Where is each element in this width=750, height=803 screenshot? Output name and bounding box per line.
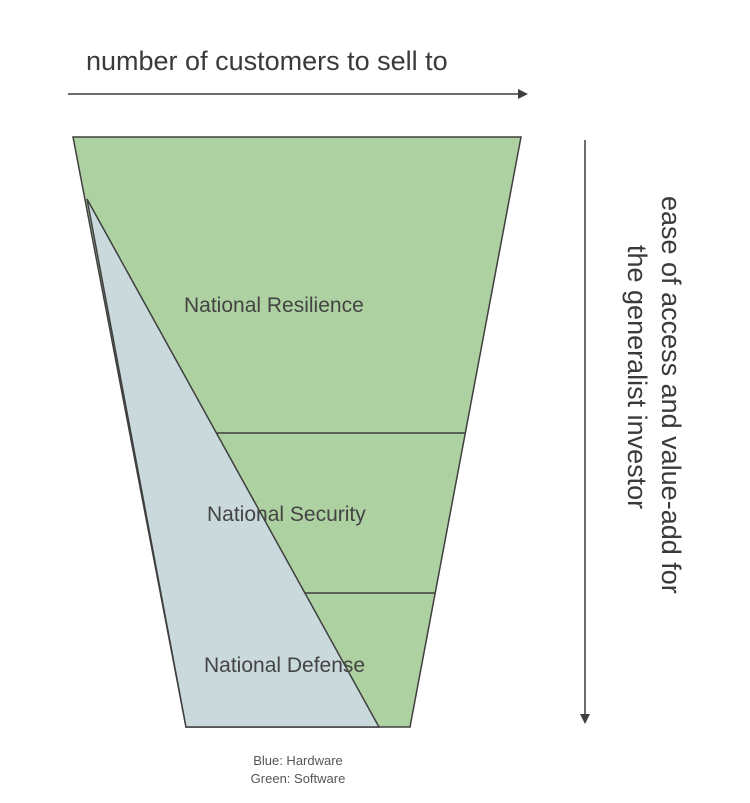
section-label-defense: National Defense [204,654,365,677]
section-label-security: National Security [207,503,366,526]
legend-green: Green: Software [251,771,346,786]
side-axis-label-line2: the generalist investor [622,245,652,509]
top-axis-label: number of customers to sell to [86,46,448,76]
section-label-resilience: National Resilience [184,294,364,317]
hardware-region [86,198,381,728]
legend-blue: Blue: Hardware [253,753,343,768]
side-axis-label-line1: ease of access and value-add for [656,196,686,594]
